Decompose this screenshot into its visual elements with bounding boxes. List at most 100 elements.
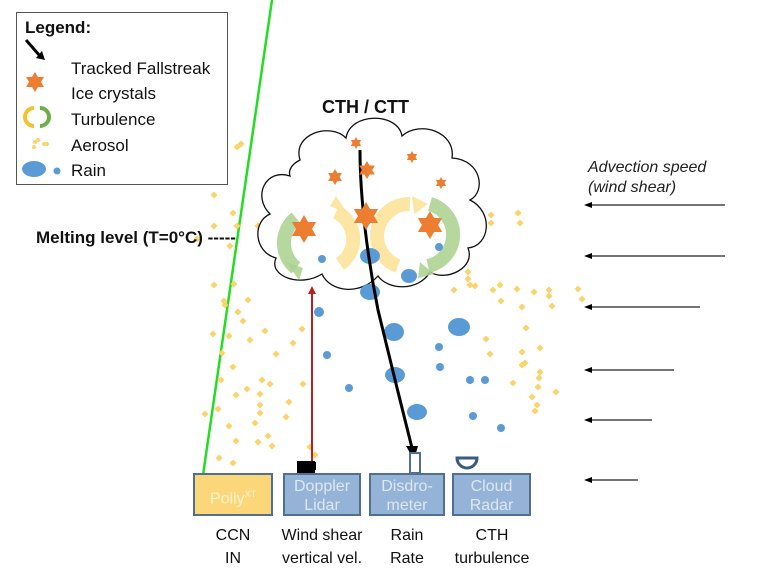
rain-drop bbox=[466, 376, 474, 384]
aerosol-particle bbox=[266, 380, 274, 388]
aerosol-particle bbox=[258, 376, 266, 384]
aerosol-particle bbox=[464, 268, 472, 276]
aerosol-particle bbox=[282, 413, 290, 421]
aerosol-particles bbox=[193, 140, 586, 467]
aerosol-particle bbox=[578, 295, 586, 303]
measurement-radar-1: CTH bbox=[475, 527, 509, 544]
aerosol-particle bbox=[552, 388, 560, 396]
aerosol-particle bbox=[225, 422, 233, 430]
ice-crystal bbox=[328, 169, 342, 185]
advection-label-line2: (wind shear) bbox=[588, 179, 677, 196]
advection-arrow-head bbox=[584, 367, 592, 373]
polly-name: Polly bbox=[209, 490, 245, 508]
aerosol-particle bbox=[256, 401, 264, 409]
aerosol-particle bbox=[217, 376, 225, 384]
rain-drop bbox=[448, 318, 470, 336]
rain-drop bbox=[435, 243, 443, 251]
aerosol-particle bbox=[518, 348, 526, 356]
legend-item-turbulence: Turbulence bbox=[71, 110, 156, 129]
legend-rain-large-icon bbox=[22, 161, 46, 177]
aerosol-particle bbox=[496, 281, 504, 289]
aerosol-particle bbox=[225, 332, 233, 340]
legend-item-ice-crystals: Ice crystals bbox=[71, 84, 157, 103]
advection-arrow-head bbox=[584, 417, 592, 423]
aerosol-particle bbox=[489, 286, 497, 294]
doppler-lidar-line2: Lidar bbox=[304, 497, 340, 514]
aerosol-particle bbox=[251, 419, 259, 427]
aerosol-particle bbox=[518, 303, 526, 311]
legend-turbulence-icon bbox=[23, 106, 35, 128]
cloud-top-label: CTH / CTT bbox=[322, 97, 409, 117]
aerosol-particle bbox=[464, 275, 472, 283]
aerosol-particle bbox=[509, 379, 517, 387]
aerosol-particle bbox=[210, 191, 218, 199]
aerosol-particle bbox=[232, 437, 240, 445]
rain-drop bbox=[435, 343, 443, 351]
advection-arrows bbox=[584, 202, 725, 483]
aerosol-particle bbox=[237, 140, 245, 148]
measurement-lidar-1: Wind shear bbox=[281, 527, 363, 544]
aerosol-particle bbox=[531, 407, 539, 415]
aerosol-particle bbox=[268, 442, 276, 450]
aerosol-particle bbox=[471, 282, 479, 290]
advection-label: Advection speed (wind shear) bbox=[588, 158, 706, 198]
advection-arrow-head bbox=[584, 477, 592, 483]
aerosol-particle bbox=[264, 432, 272, 440]
rain-drop bbox=[469, 412, 477, 420]
aerosol-particle bbox=[450, 286, 458, 294]
turbulence-right bbox=[370, 196, 461, 278]
aerosol-particle bbox=[522, 324, 530, 332]
aerosol-particle bbox=[254, 438, 262, 446]
instrument-polly: PollyXT bbox=[193, 473, 273, 516]
aerosol-particle bbox=[232, 391, 240, 399]
melting-level-label: Melting level (T=0°C) ----- bbox=[36, 228, 236, 247]
turbulence-left bbox=[277, 196, 361, 280]
aerosol-particle bbox=[285, 398, 293, 406]
advection-arrow-head bbox=[584, 304, 592, 310]
aerosol-particle bbox=[548, 302, 556, 310]
aerosol-particle bbox=[534, 383, 542, 391]
aerosol-particle bbox=[530, 288, 538, 296]
disdrometer-head bbox=[409, 452, 421, 474]
aerosol-particle bbox=[193, 235, 201, 243]
aerosol-particle bbox=[545, 286, 553, 294]
aerosol-particle bbox=[513, 285, 521, 293]
aerosol-particle bbox=[229, 459, 237, 467]
legend-star-icon bbox=[26, 72, 44, 92]
aerosol-particle bbox=[210, 222, 218, 230]
doppler-lidar-line1: Doppler bbox=[293, 478, 351, 495]
aerosol-particle bbox=[289, 339, 297, 347]
aerosol-particle bbox=[246, 336, 254, 344]
measurement-polly-1: CCN bbox=[215, 527, 251, 544]
instrument-cloud-radar: Cloud Radar bbox=[452, 473, 531, 516]
aerosol-particle bbox=[311, 451, 319, 459]
aerosol-particle bbox=[256, 390, 264, 398]
aerosol-particle bbox=[487, 219, 495, 227]
tracked-fallstreak-arrow bbox=[358, 149, 414, 449]
advection-arrow-head bbox=[584, 253, 592, 259]
aerosol-particle bbox=[299, 380, 307, 388]
measurement-radar-2: turbulence bbox=[454, 550, 530, 567]
aerosol-particle bbox=[298, 325, 306, 333]
aerosol-particle bbox=[215, 454, 223, 462]
aerosol-particle bbox=[218, 349, 226, 357]
aerosol-particle bbox=[256, 409, 264, 417]
aerosol-particle bbox=[514, 209, 522, 217]
ice-crystal bbox=[406, 151, 418, 163]
legend-aerosol-icon bbox=[32, 138, 49, 149]
rain-drop bbox=[497, 424, 505, 432]
rain-drop bbox=[401, 269, 417, 283]
aerosol-particle bbox=[244, 296, 252, 304]
aerosol-particle bbox=[234, 308, 242, 316]
ice-crystal bbox=[435, 177, 447, 189]
measurement-disdro-1: Rain bbox=[390, 527, 424, 544]
rain-drop bbox=[481, 376, 489, 384]
cloud-outline bbox=[257, 117, 487, 290]
measurement-lidar-2: vertical vel. bbox=[281, 550, 363, 567]
rain-drop bbox=[407, 404, 427, 420]
disdrometer-line2: meter bbox=[386, 497, 428, 514]
instrument-doppler-lidar: Doppler Lidar bbox=[283, 473, 361, 516]
ice-crystals bbox=[291, 137, 447, 243]
measurement-doppler-lidar: Wind shear vertical vel. bbox=[262, 524, 382, 570]
ice-crystal bbox=[291, 215, 317, 243]
